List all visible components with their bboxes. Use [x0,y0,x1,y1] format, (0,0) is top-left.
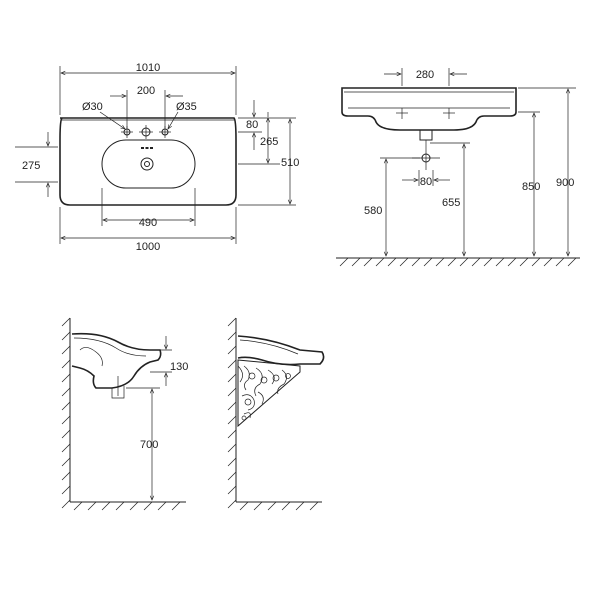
top-view: 1010 200 Ø30 Ø35 275 490 1000 80 [15,62,299,253]
basin-bracket-profile [237,335,325,366]
basin-side-profile [71,332,162,389]
tap-hole-center-icon [139,125,153,139]
dim-bowl-offset: 275 [22,160,40,172]
side-floor [70,501,186,511]
bracket-wall [227,317,237,509]
ornamental-bracket-icon [237,359,301,428]
dim-outlet-offset: 80 [420,176,432,188]
dim-overall-height: 900 [556,177,574,189]
dim-mount-height: 700 [140,439,158,451]
dim-hole-from-back: 80 [246,119,258,131]
bracket-view [227,317,325,511]
basin-front-outline [341,87,517,131]
dim-hole-left: Ø30 [82,101,103,113]
waste-outlet [419,130,433,141]
dim-rim-depth: 130 [170,361,188,373]
front-view: 280 80 580 655 850 900 [336,68,580,267]
dim-outlet-height-right: 655 [442,197,460,209]
dim-tap-spacing: 200 [137,85,155,97]
dim-bowl-width: 490 [139,217,157,229]
front-tap-left-icon [396,108,408,119]
drain-icon [140,157,154,171]
dim-overall-depth: 510 [281,157,299,169]
dim-rim-height: 850 [522,181,540,193]
dim-base-width: 1000 [136,241,160,253]
bracket-floor [236,501,322,511]
overflow-icon [141,147,153,149]
dim-outlet-height-left: 580 [364,205,382,217]
dim-overall-width: 1010 [136,62,160,74]
dim-bowl-depth: 265 [260,136,278,148]
basin-top-outline [59,117,237,206]
side-view: 130 700 [61,317,188,511]
dim-hole-right: Ø35 [176,101,197,113]
side-wall [61,317,71,509]
bowl-outline [101,139,196,189]
front-tap-right-icon [443,108,455,119]
dim-front-tap-spacing: 280 [416,69,434,81]
front-floor [336,257,580,267]
